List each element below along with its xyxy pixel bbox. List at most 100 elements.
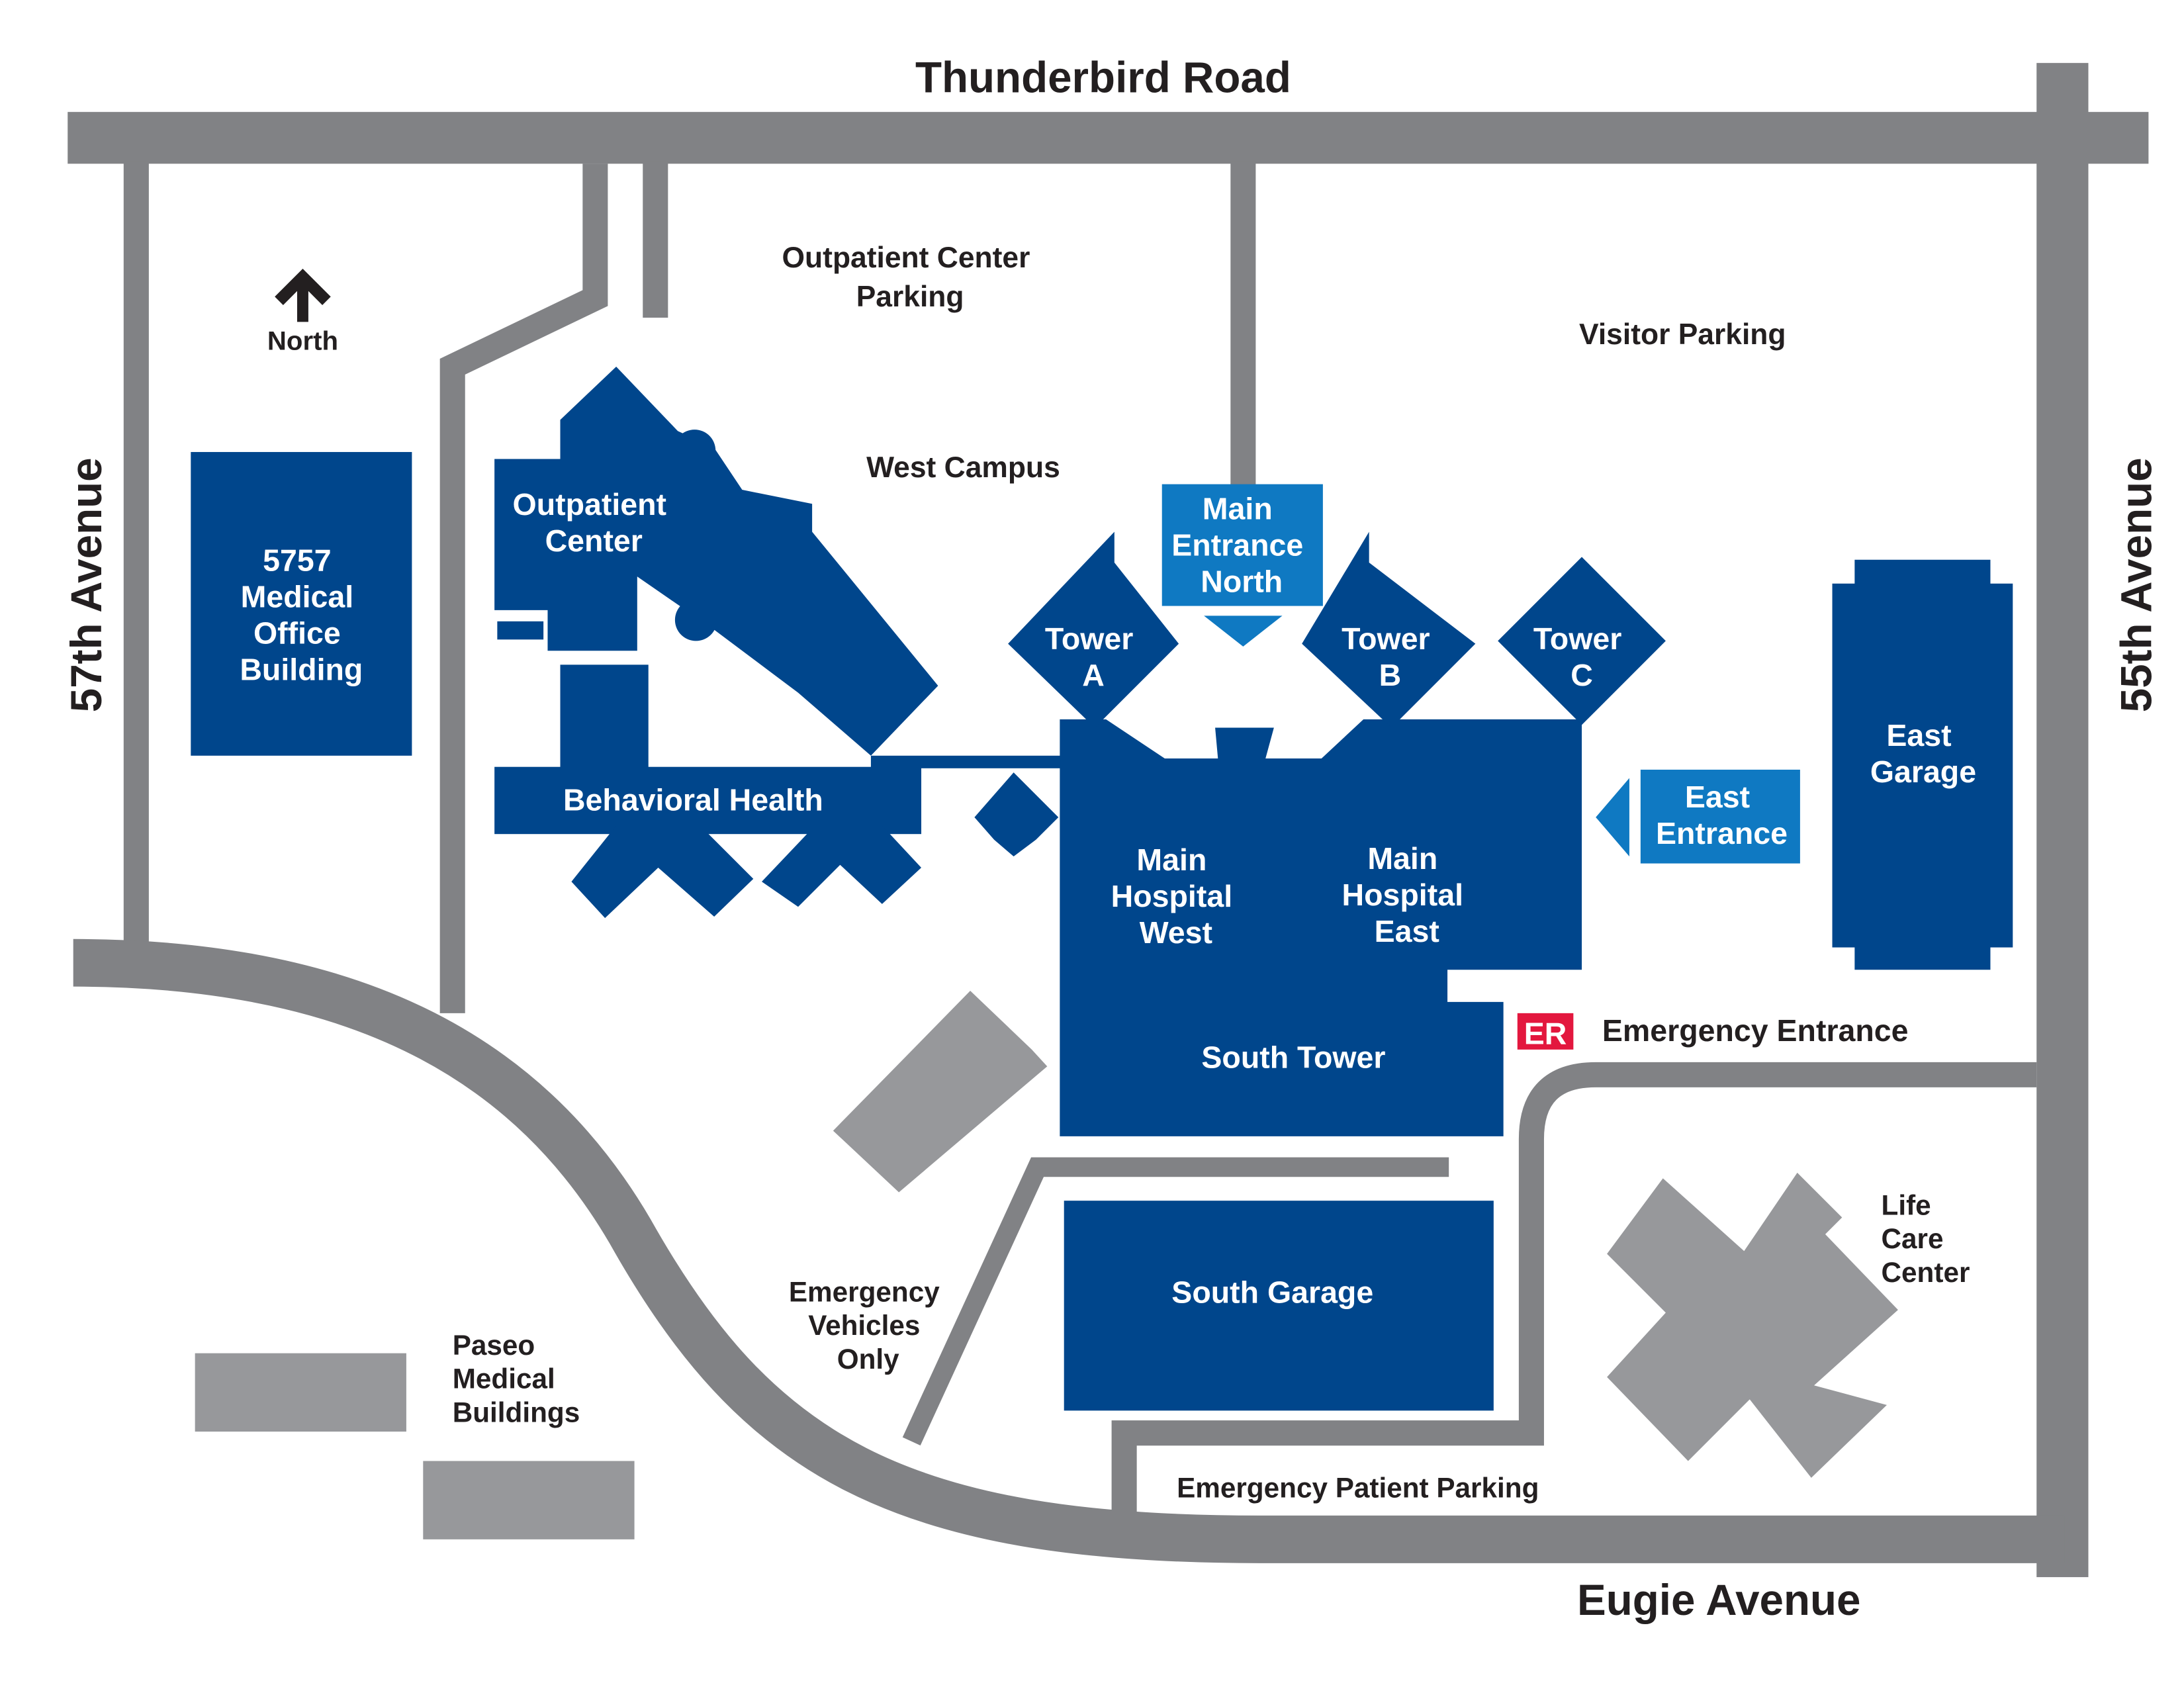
tower-a-building xyxy=(1008,531,1179,728)
visitor-parking-label: Visitor Parking xyxy=(1579,318,1786,351)
outpatient-round-north xyxy=(673,430,716,472)
road-55th-avenue xyxy=(2036,63,2089,1577)
tower-a-label-line-1: Tower xyxy=(1045,621,1133,656)
gray-building-annex xyxy=(833,991,1048,1193)
road-er-loop xyxy=(1111,1062,2037,1514)
small-diamond-building xyxy=(974,772,1059,857)
medical-office-label-line-2: Medical xyxy=(241,580,354,614)
medical-office-label-line-1: 5757 xyxy=(263,543,331,578)
tower-b-label-line-1: Tower xyxy=(1342,621,1430,656)
north-arrow-icon xyxy=(275,268,331,322)
road-thunderbird xyxy=(68,112,2149,164)
tower-b-label-line-2: B xyxy=(1379,658,1402,692)
emergency-vehicles-label-line-1: Emergency xyxy=(789,1276,940,1307)
road-west-stub xyxy=(643,161,668,318)
main-entrance-north-label-line-2: Entrance xyxy=(1171,527,1303,562)
south-garage-building xyxy=(1064,1201,1494,1411)
behavioral-health-wing xyxy=(560,664,649,770)
outpatient-parking-label: Outpatient Center Parking xyxy=(782,242,1038,313)
east-entrance-arrow xyxy=(1596,778,1629,857)
east-garage-label-line-2: Garage xyxy=(1870,754,1976,789)
hospital-buildings xyxy=(191,366,2013,1411)
life-care-label-line-1: Life xyxy=(1882,1189,1931,1220)
emergency-vehicles-label: Emergency Vehicles Only xyxy=(789,1276,948,1374)
tower-c-label-line-1: Tower xyxy=(1533,621,1621,656)
road-labels: Thunderbird Road Eugie Avenue 57th Avenu… xyxy=(62,54,2161,1624)
road-emergency-vehicles xyxy=(902,1157,1449,1446)
main-hospital-west-label: Main Hospital West xyxy=(1111,843,1241,950)
outpatient-center-building xyxy=(494,366,938,756)
life-care-label: Life Care Center xyxy=(1882,1189,1970,1287)
road-west-drive xyxy=(439,163,608,1013)
east-garage-building xyxy=(1832,559,2013,970)
main-entrance-north-label: Main Entrance North xyxy=(1171,491,1312,598)
medical-office-building xyxy=(191,451,412,756)
emergency-patient-parking-label: Emergency Patient Parking xyxy=(1177,1472,1539,1503)
outpatient-parking-label-line-2: Parking xyxy=(856,281,964,313)
tower-c-building xyxy=(1498,557,1666,725)
er-badge xyxy=(1517,1013,1574,1050)
east-entrance-label: East Entrance xyxy=(1656,780,1788,850)
behavioral-health-building xyxy=(494,766,922,835)
main-hospital-west-label-line-1: Main xyxy=(1136,843,1206,877)
tower-c-label: Tower C xyxy=(1533,621,1630,692)
entrances xyxy=(1161,484,1800,1050)
55th-avenue-label: 55th Avenue xyxy=(2113,457,2161,712)
paseo-label-line-3: Buildings xyxy=(453,1396,580,1428)
tower-a-label-line-2: A xyxy=(1082,658,1105,692)
main-hospital-east-label-line-2: Hospital xyxy=(1342,878,1463,912)
skyway-connector xyxy=(870,755,1067,768)
outpatient-center-label-line-1: Outpatient xyxy=(513,487,666,522)
main-hospital-building xyxy=(1060,719,1582,1136)
outpatient-center-label-line-2: Center xyxy=(545,524,643,558)
area-labels: Outpatient Center Parking Visitor Parkin… xyxy=(453,242,1970,1504)
paseo-label-line-1: Paseo xyxy=(453,1330,535,1361)
building-labels: 5757 Medical Office Building Outpatient … xyxy=(240,487,1976,1309)
emergency-vehicles-label-line-3: Only xyxy=(837,1344,899,1375)
paseo-building-2 xyxy=(423,1461,635,1539)
east-garage-label-line-1: East xyxy=(1886,718,1951,753)
road-eugie-curve xyxy=(73,938,2065,1563)
medical-office-label-line-3: Office xyxy=(253,616,341,651)
south-garage-label: South Garage xyxy=(1171,1275,1373,1310)
paseo-building-1 xyxy=(195,1353,406,1432)
paseo-label-line-2: Medical xyxy=(453,1363,555,1394)
east-entrance-label-line-2: Entrance xyxy=(1656,816,1788,850)
57th-avenue-label: 57th Avenue xyxy=(62,457,111,712)
behavioral-health-arms-east xyxy=(761,825,922,907)
tower-c-label-line-2: C xyxy=(1570,658,1593,692)
emergency-vehicles-label-line-2: Vehicles xyxy=(808,1310,920,1341)
life-care-label-line-3: Center xyxy=(1882,1257,1970,1288)
east-entrance-sign xyxy=(1640,769,1800,864)
main-hospital-east-label-line-1: Main xyxy=(1367,841,1437,876)
main-hospital-west-label-line-3: West xyxy=(1140,915,1212,950)
er-badge-label: ER xyxy=(1524,1016,1567,1050)
main-hospital-east-label: Main Hospital East xyxy=(1342,841,1472,948)
outpatient-parking-label-line-1: Outpatient Center xyxy=(782,242,1030,274)
behavioral-health-arms-west xyxy=(571,825,754,919)
outpatient-center-label: Outpatient Center xyxy=(513,487,675,558)
north-label: North xyxy=(267,326,338,356)
roads xyxy=(68,63,2149,1577)
emergency-entrance-label: Emergency Entrance xyxy=(1602,1013,1909,1048)
main-entrance-north-sign xyxy=(1161,484,1323,606)
south-tower-label: South Tower xyxy=(1201,1040,1385,1074)
road-visitor-drive xyxy=(1230,161,1256,486)
eugie-avenue-label: Eugie Avenue xyxy=(1577,1576,1860,1624)
medical-office-label: 5757 Medical Office Building xyxy=(240,543,363,687)
main-entrance-north-arrow xyxy=(1204,616,1283,647)
thunderbird-road-label: Thunderbird Road xyxy=(915,54,1291,102)
life-care-label-line-2: Care xyxy=(1882,1223,1944,1254)
tower-a-label: Tower A xyxy=(1045,621,1142,692)
life-care-center-building xyxy=(1607,1172,1898,1478)
paseo-label: Paseo Medical Buildings xyxy=(453,1330,580,1428)
main-entrance-north-label-line-3: North xyxy=(1201,564,1283,598)
compass: North xyxy=(267,268,338,356)
tower-b-building xyxy=(1302,531,1476,728)
main-hospital-east-label-line-3: East xyxy=(1375,914,1439,948)
main-hospital-west-label-line-2: Hospital xyxy=(1111,879,1232,913)
east-entrance-label-line-1: East xyxy=(1685,780,1750,814)
gray-buildings xyxy=(195,991,1898,1539)
